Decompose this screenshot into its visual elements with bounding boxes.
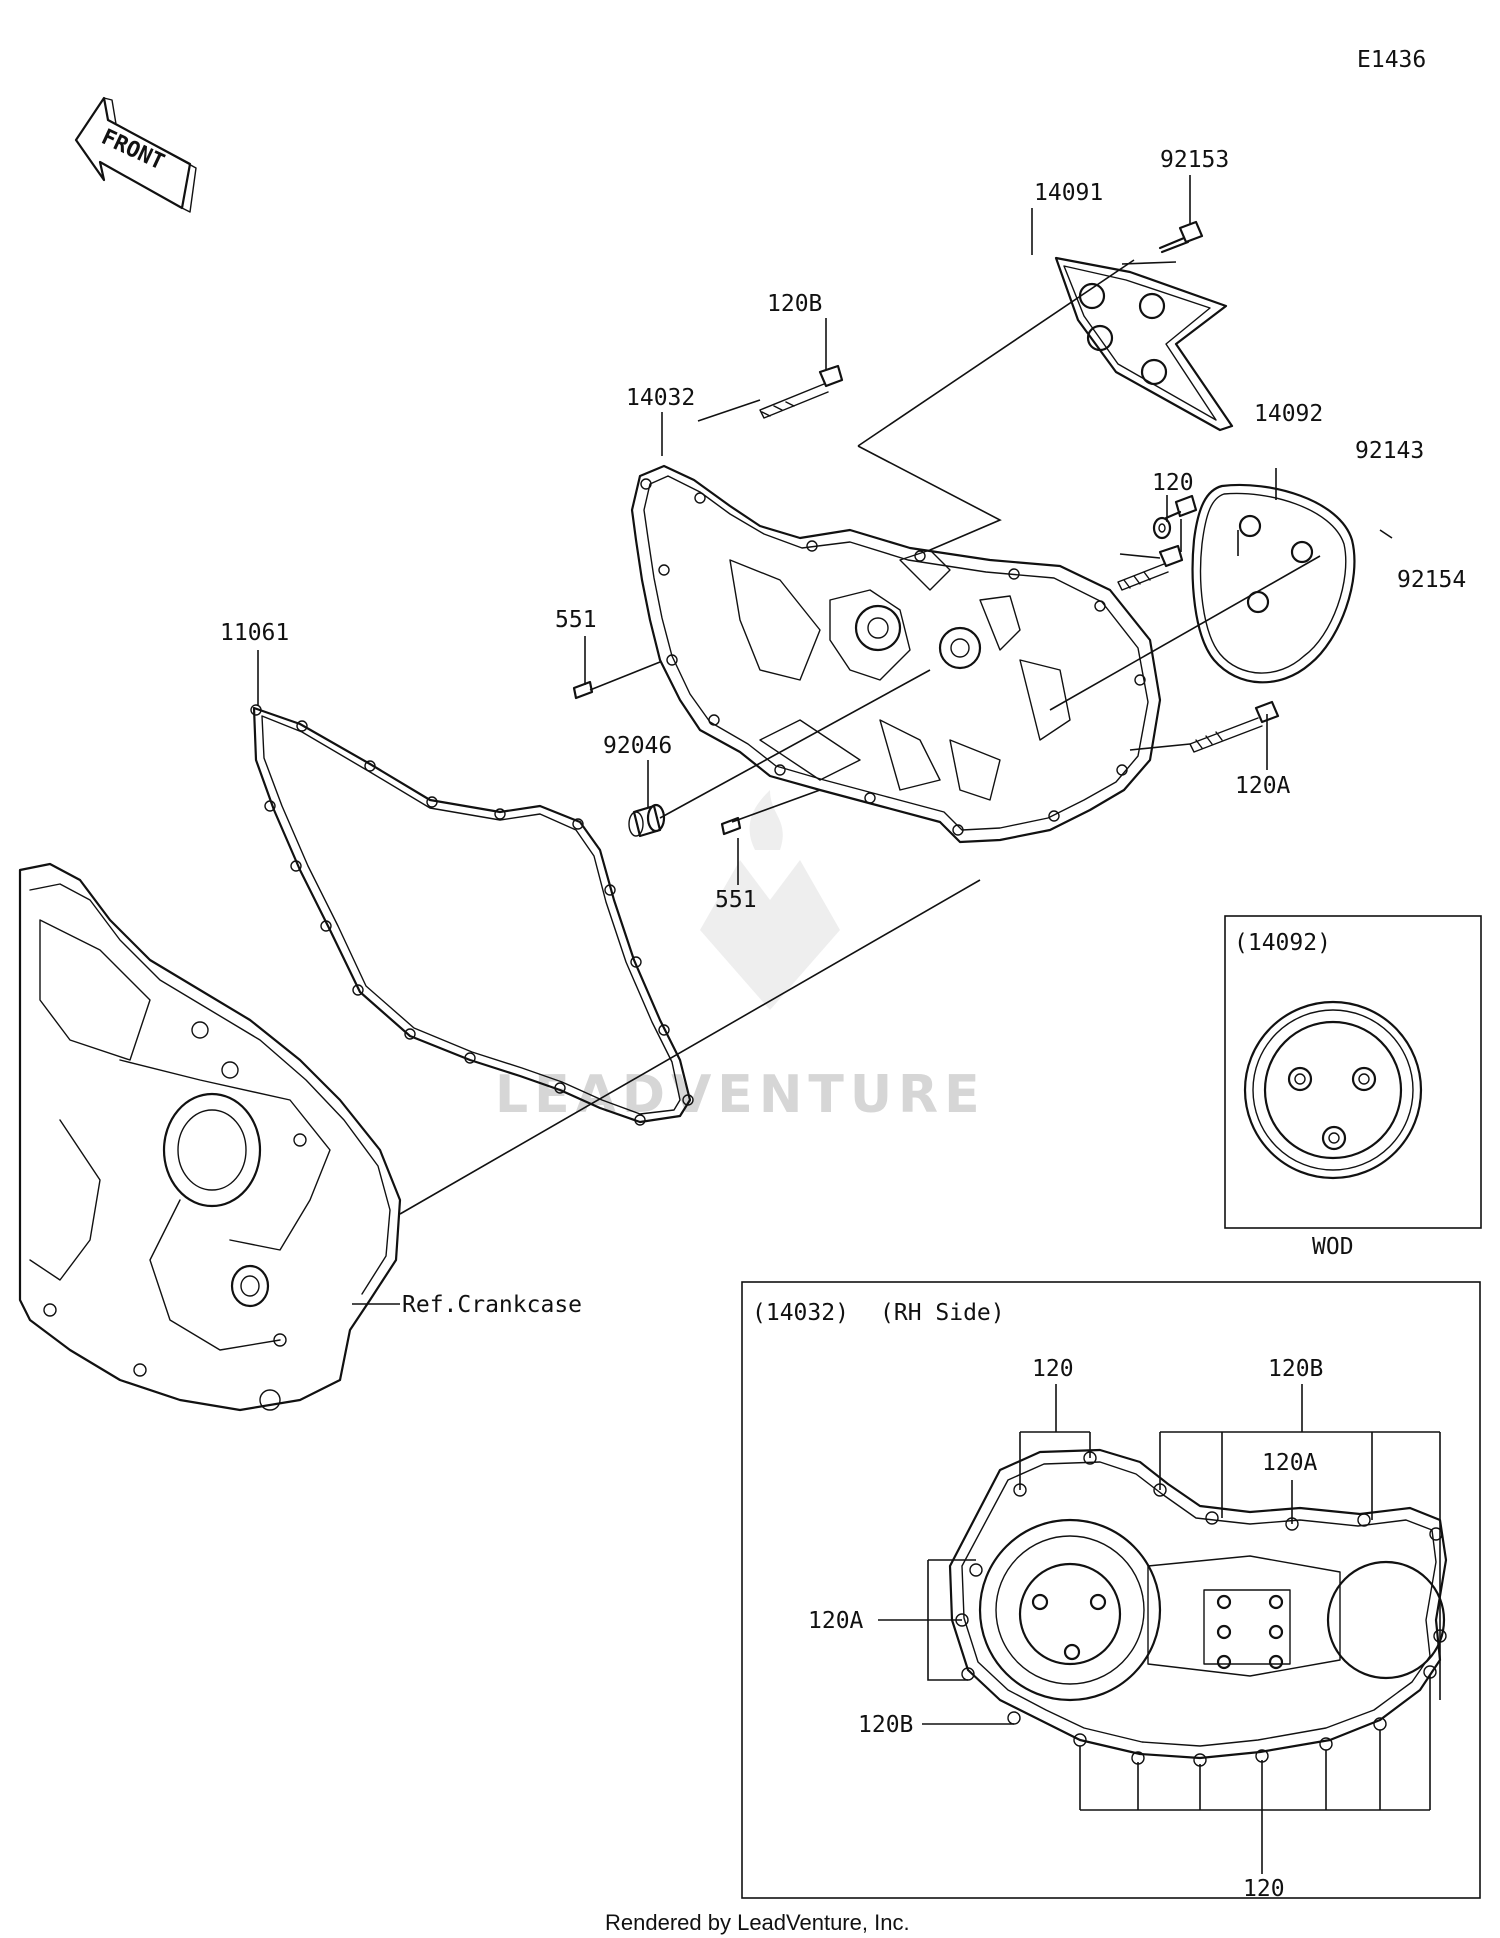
inset-label-120-top: 120 (1032, 1356, 1074, 1382)
leader-lines (257, 175, 1393, 1305)
inset-label-120b-left: 120B (858, 1712, 913, 1738)
washer-92143-icon (1152, 516, 1172, 540)
inset-label-120a-top: 120A (1262, 1450, 1318, 1476)
inset-14092-title: (14092) (1234, 930, 1331, 956)
label-14092: 14092 (1254, 401, 1323, 427)
bolt-92154-icon (1164, 494, 1198, 520)
watermark-text: LEADVENTURE (495, 1065, 986, 1125)
crankcase-ref-icon (18, 862, 402, 1412)
gasket-11061-icon (250, 704, 694, 1126)
inset-14092-caption: WOD (1312, 1234, 1354, 1260)
inset-14032-title: (14032) (752, 1300, 849, 1326)
footer-credit: Rendered by LeadVenture, Inc. (605, 1910, 910, 1935)
inset-label-120-bottom: 120 (1243, 1876, 1285, 1902)
label-92154: 92154 (1397, 567, 1466, 593)
front-arrow-icon: FRONT (74, 96, 197, 213)
diagram-id: E1436 (1357, 47, 1426, 73)
bolt-120b-icon (759, 364, 844, 419)
dowel-551-b-icon (720, 816, 742, 836)
watermark: LEADVENTURE (495, 790, 986, 1125)
bolt-120a-icon (1189, 700, 1280, 753)
label-ref-crankcase: Ref.Crankcase (402, 1292, 582, 1318)
cover-14092-front-icon (1243, 1000, 1423, 1180)
label-120-top: 120 (1152, 470, 1194, 496)
cover-14032-icon (630, 464, 1162, 844)
bolt-120-icon (1117, 544, 1184, 591)
label-551-a: 551 (555, 607, 597, 633)
inset-14032: (14032) (RH Side) (741, 1281, 1481, 1902)
bolt-92153-icon (1158, 220, 1204, 254)
dowel-551-a-icon (572, 680, 594, 700)
label-120b-top: 120B (767, 291, 822, 317)
cover-14092-icon (1191, 483, 1356, 684)
label-11061: 11061 (220, 620, 289, 646)
bearing-92046-icon (628, 803, 666, 838)
inset-leaders (878, 1384, 1441, 1874)
cover-14091-icon (1054, 256, 1234, 432)
label-14091: 14091 (1034, 180, 1103, 206)
label-551-b: 551 (715, 887, 757, 913)
label-92046: 92046 (603, 733, 672, 759)
part-labels: 92153 14091 120B 14032 14092 92143 120 9… (220, 147, 1466, 1318)
label-92153: 92153 (1160, 147, 1229, 173)
inset-label-120b-top: 120B (1268, 1356, 1323, 1382)
inset-14032-side: (RH Side) (880, 1300, 1005, 1326)
label-92143: 92143 (1355, 438, 1424, 464)
inset-label-120a-left: 120A (808, 1608, 864, 1634)
label-120a: 120A (1235, 773, 1291, 799)
inset-14092: (14092) WOD (1224, 915, 1482, 1260)
label-14032: 14032 (626, 385, 695, 411)
